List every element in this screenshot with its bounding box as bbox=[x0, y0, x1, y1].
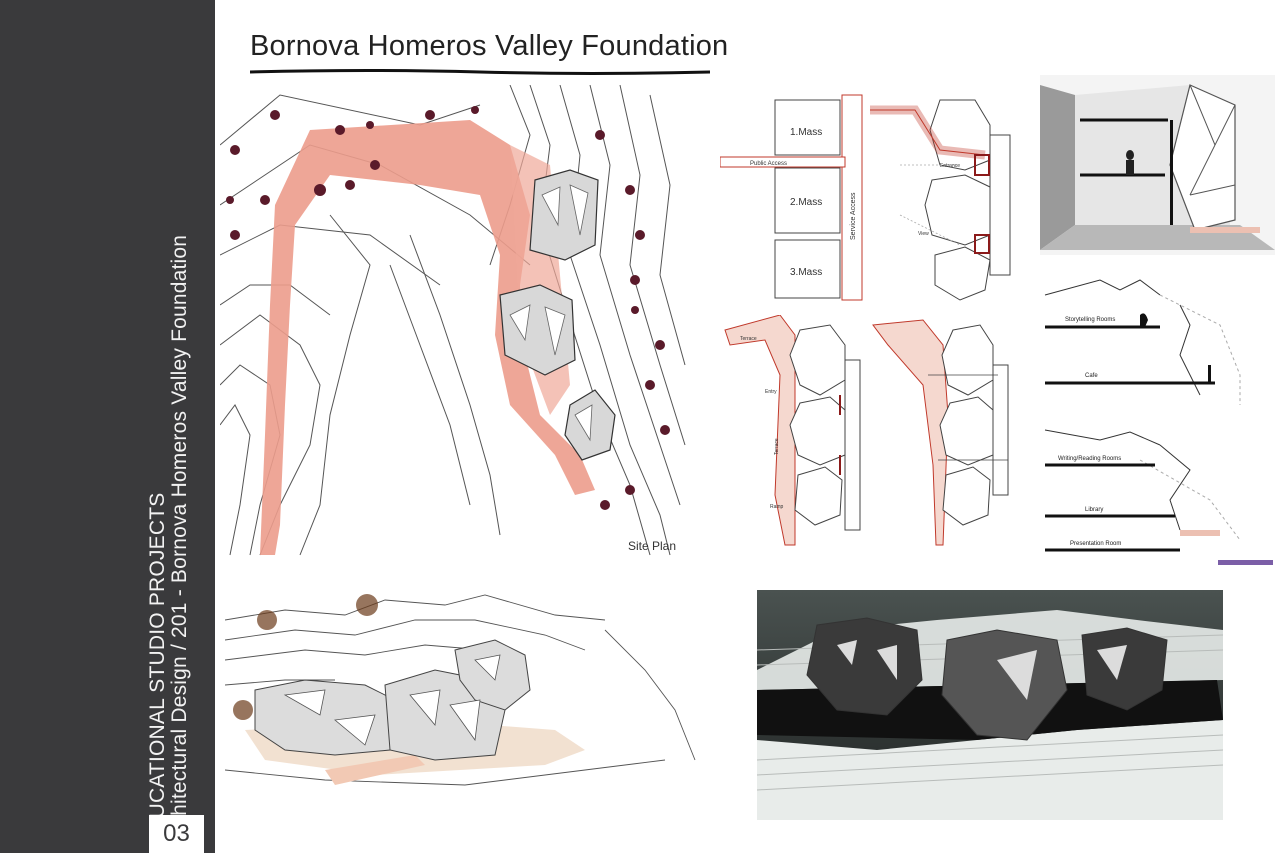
mass-diagram: 1.Mass 2.Mass 3.Mass Public Access Servi… bbox=[720, 94, 863, 301]
storytelling-rooms-label: Storytelling Rooms bbox=[1065, 317, 1115, 323]
terrace-label-2: Terrace bbox=[774, 438, 780, 455]
page-number-box: 03 bbox=[149, 815, 204, 853]
plan-diagram-b bbox=[872, 319, 1009, 546]
service-access-label: Service Access bbox=[850, 192, 857, 240]
entry-label: Entry bbox=[765, 389, 777, 395]
ramp-label: Ramp bbox=[770, 504, 784, 510]
page-title: Bornova Homeros Valley Foundation bbox=[250, 30, 729, 62]
site-path bbox=[260, 120, 595, 555]
interior-perspective bbox=[1040, 75, 1275, 255]
public-access-label: Public Access bbox=[750, 161, 787, 167]
section-diagram-a: Storytelling Rooms Cafe bbox=[1044, 279, 1241, 405]
library-label: Library bbox=[1085, 507, 1103, 513]
page-number: 03 bbox=[163, 820, 190, 847]
model-photo bbox=[757, 590, 1223, 820]
entrance-label: Entrance bbox=[940, 163, 960, 169]
site-plan-label: Site Plan bbox=[628, 539, 676, 553]
terrace-label-1: Terrace bbox=[740, 336, 757, 342]
sidebar-line-studio: EDUCATIONAL STUDIO PROJECTS bbox=[146, 492, 169, 848]
section-diagram-b: Writing/Reading Rooms Library Presentati… bbox=[1044, 429, 1273, 565]
view-label: View bbox=[918, 231, 929, 237]
mass-2-label: 2.Mass bbox=[790, 197, 822, 208]
cafe-label: Cafe bbox=[1085, 373, 1098, 379]
perspective-sketch bbox=[225, 590, 700, 800]
presentation-room-label: Presentation Room bbox=[1070, 541, 1121, 547]
site-plan-drawing: Site Plan bbox=[220, 85, 690, 575]
plan-diagram-a: Terrace Entry Terrace Ramp bbox=[724, 315, 861, 546]
sidebar-line-course: Architectural Design / 201 - Bornova Hom… bbox=[168, 234, 191, 848]
writing-reading-label: Writing/Reading Rooms bbox=[1058, 456, 1121, 462]
mass-3-label: 3.Mass bbox=[790, 267, 822, 278]
sidebar: EDUCATIONAL STUDIO PROJECTS Architectura… bbox=[0, 0, 215, 853]
title-underline bbox=[250, 69, 710, 75]
mass-1-label: 1.Mass bbox=[790, 127, 822, 138]
access-diagram: Entrance View bbox=[870, 99, 1011, 301]
